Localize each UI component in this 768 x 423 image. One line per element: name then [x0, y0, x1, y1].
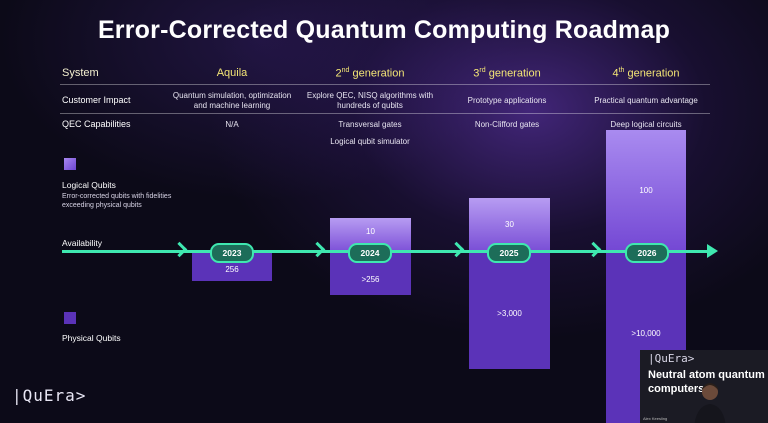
slide-title: Error-Corrected Quantum Computing Roadma… — [97, 16, 671, 44]
physical-qubits-label: Physical Qubits — [62, 333, 121, 343]
year-pill-2025: 2025 — [487, 243, 531, 263]
logical-bar-2026: 100 — [606, 130, 686, 251]
year-pill-2026: 2026 — [625, 243, 669, 263]
physical-value-2026: >10,000 — [631, 329, 661, 338]
gen-4th: 4th generation — [612, 67, 680, 80]
physical-legend-swatch — [64, 312, 76, 324]
chevron-right-icon — [448, 241, 465, 258]
chevron-right-icon — [171, 241, 188, 258]
logical-qubits-desc: Error-corrected qubits with fidelities e… — [62, 193, 172, 209]
system-header: System — [62, 67, 99, 79]
logical-legend-swatch — [64, 158, 76, 170]
header-divider — [60, 84, 710, 85]
logical-value-2025: 30 — [505, 220, 514, 229]
video-banner-text: Neutral atom quantum computers — [648, 369, 765, 395]
physical-value-2023: 256 — [225, 265, 239, 274]
customer-impact-label: Customer Impact — [62, 95, 131, 105]
physical-value-2024: >256 — [361, 275, 380, 284]
year-pill-2023: 2023 — [210, 243, 254, 263]
speaker-name: Alex Keesling — [643, 416, 668, 421]
logical-qubits-label: Logical Qubits — [62, 180, 116, 190]
chevron-right-icon — [309, 241, 326, 258]
qec-aquila: N/A — [225, 120, 239, 129]
year-pill-2024: 2024 — [348, 243, 392, 263]
qec-2nd-extra: Logical qubit simulator — [330, 137, 410, 146]
impact-3rd: Prototype applications — [467, 96, 547, 105]
row-divider — [60, 113, 710, 114]
arrow-right-icon — [707, 244, 718, 258]
qec-label: QEC Capabilities — [62, 119, 131, 129]
availability-label: Availability — [62, 238, 103, 248]
logical-value-2024: 10 — [366, 227, 375, 236]
video-logo: |QuEra> — [648, 352, 695, 365]
impact-aquila: Quantum simulation, optimization and mac… — [172, 91, 292, 110]
qec-3rd: Non-Clifford gates — [474, 120, 540, 129]
logical-bar-2025: 30 — [469, 198, 550, 251]
gen-3rd: 3rd generation — [473, 67, 541, 80]
speaker-video[interactable]: |QuEra> Neutral atom quantum computers A… — [640, 350, 768, 423]
qec-4th: Deep logical circuits — [610, 120, 682, 129]
impact-2nd: Explore QEC, NISQ algorithms with hundre… — [306, 91, 434, 110]
physical-value-2025: >3,000 — [497, 309, 522, 318]
physical-bar-2025: >3,000 — [469, 252, 550, 369]
quera-logo: |QuEra> — [12, 386, 87, 405]
logical-value-2026: 100 — [639, 186, 653, 195]
gen-2nd: 2nd generation — [335, 67, 405, 80]
chevron-right-icon — [585, 241, 602, 258]
qec-2nd: Transversal gates — [338, 120, 402, 129]
impact-4th: Practical quantum advantage — [594, 96, 698, 105]
gen-aquila: Aquila — [216, 67, 248, 79]
speaker-avatar — [694, 383, 726, 423]
